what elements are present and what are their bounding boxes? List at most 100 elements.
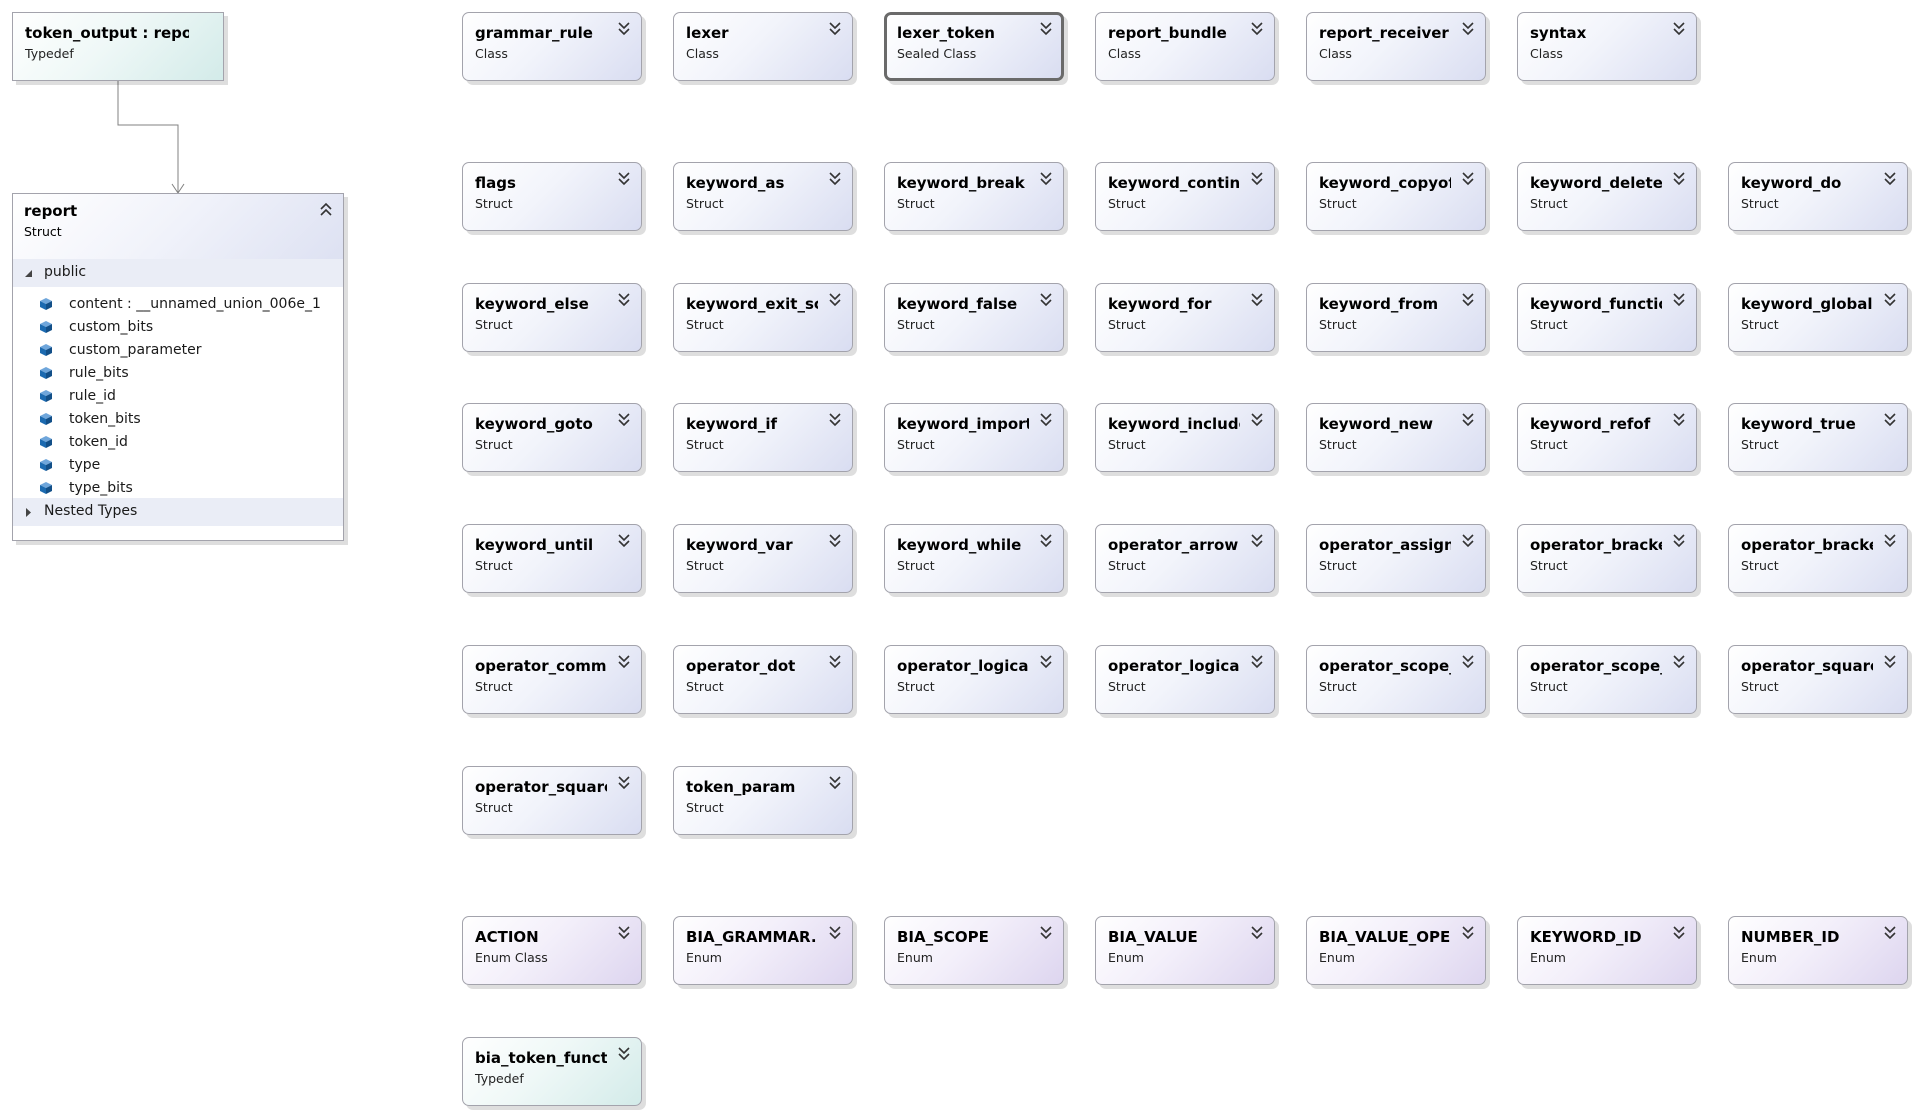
expand-chevron-icon[interactable]: [616, 532, 632, 550]
expand-chevron-icon[interactable]: [1249, 291, 1265, 309]
expand-chevron-icon[interactable]: [1038, 924, 1054, 942]
expand-chevron-icon[interactable]: [1249, 653, 1265, 671]
expand-chevron-icon[interactable]: [827, 653, 843, 671]
expand-chevron-icon[interactable]: [1882, 170, 1898, 188]
section-public[interactable]: public: [13, 259, 343, 287]
expand-chevron-icon[interactable]: [1460, 532, 1476, 550]
expand-chevron-icon[interactable]: [1038, 532, 1054, 550]
expand-chevron-icon[interactable]: [1038, 170, 1054, 188]
report-header[interactable]: report Struct: [13, 194, 343, 259]
struct-shape[interactable]: operator_logical...Struct: [884, 645, 1064, 714]
expand-chevron-icon[interactable]: [1460, 924, 1476, 942]
expand-chevron-icon[interactable]: [1038, 20, 1054, 38]
expand-chevron-icon[interactable]: [616, 411, 632, 429]
expand-chevron-icon[interactable]: [1882, 532, 1898, 550]
struct-shape[interactable]: operator_square...Struct: [1728, 645, 1908, 714]
expand-chevron-icon[interactable]: [1671, 924, 1687, 942]
struct-shape[interactable]: keyword_continueStruct: [1095, 162, 1275, 231]
expand-chevron-icon[interactable]: [827, 774, 843, 792]
section-nested-types[interactable]: Nested Types: [13, 498, 343, 526]
expand-chevron-icon[interactable]: [616, 170, 632, 188]
expand-chevron-icon[interactable]: [1460, 20, 1476, 38]
expand-chevron-icon[interactable]: [827, 20, 843, 38]
expand-chevron-icon[interactable]: [1249, 170, 1265, 188]
expand-chevron-icon[interactable]: [1671, 653, 1687, 671]
expand-chevron-icon[interactable]: [827, 170, 843, 188]
expand-chevron-icon[interactable]: [1882, 291, 1898, 309]
expand-chevron-icon[interactable]: [1460, 653, 1476, 671]
struct-shape[interactable]: operator_scope_...Struct: [1306, 645, 1486, 714]
expand-chevron-icon[interactable]: [1882, 653, 1898, 671]
expand-chevron-icon[interactable]: [1671, 532, 1687, 550]
struct-shape[interactable]: keyword_functionStruct: [1517, 283, 1697, 352]
expand-chevron-icon[interactable]: [1460, 170, 1476, 188]
expand-chevron-icon[interactable]: [1671, 411, 1687, 429]
enum-shape[interactable]: BIA_VALUE_OPE...Enum: [1306, 916, 1486, 985]
expand-chevron-icon[interactable]: [827, 291, 843, 309]
expand-chevron-icon[interactable]: [616, 653, 632, 671]
expand-chevron-icon[interactable]: [1038, 411, 1054, 429]
expand-chevron-icon[interactable]: [1460, 411, 1476, 429]
expand-chevron-icon[interactable]: [616, 924, 632, 942]
struct-shape[interactable]: operator_logical...Struct: [1095, 645, 1275, 714]
collapse-icon[interactable]: [318, 201, 334, 219]
typedef-token-output[interactable]: token_output : report Typedef: [12, 12, 224, 81]
expand-chevron-icon[interactable]: [1460, 291, 1476, 309]
expand-chevron-icon[interactable]: [1038, 653, 1054, 671]
expand-chevron-icon[interactable]: [616, 20, 632, 38]
struct-report-expanded[interactable]: report Struct public content : __unnamed…: [12, 193, 344, 541]
expand-chevron-icon[interactable]: [1671, 20, 1687, 38]
struct-shape[interactable]: operator_scope_...Struct: [1517, 645, 1697, 714]
expand-chevron-icon[interactable]: [1882, 924, 1898, 942]
expand-chevron-icon[interactable]: [1249, 924, 1265, 942]
expand-chevron-icon[interactable]: [1038, 291, 1054, 309]
expand-chevron-icon[interactable]: [1249, 20, 1265, 38]
struct-shape[interactable]: keyword_exit_sc...Struct: [673, 283, 853, 352]
struct-shape[interactable]: operator_bracke...Struct: [1517, 524, 1697, 593]
expand-chevron-icon[interactable]: [1671, 170, 1687, 188]
expand-chevron-icon[interactable]: [616, 774, 632, 792]
enum-shape[interactable]: BIA_GRAMMAR...Enum: [673, 916, 853, 985]
expand-chevron-icon[interactable]: [827, 532, 843, 550]
expand-chevron-icon[interactable]: [827, 411, 843, 429]
expand-chevron-icon[interactable]: [827, 924, 843, 942]
expand-chevron-icon[interactable]: [1882, 411, 1898, 429]
expand-chevron-icon[interactable]: [1249, 411, 1265, 429]
typedef-shape[interactable]: bia_token_functi...Typedef: [462, 1037, 642, 1106]
struct-shape[interactable]: operator_square...Struct: [462, 766, 642, 835]
